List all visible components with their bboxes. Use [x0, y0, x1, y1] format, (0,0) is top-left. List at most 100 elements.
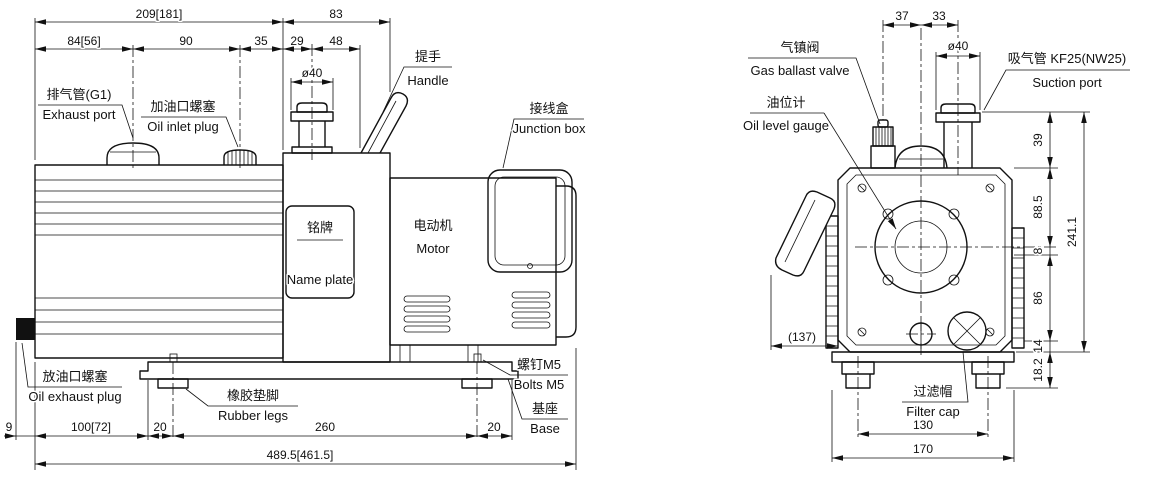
side-view-dimensions: 209[181] 83 84[56] 90 35 29 48 ø40 9 100… [4, 6, 577, 470]
dim-b1: 100[72] [71, 420, 111, 434]
exhaust-port-leader [38, 104, 134, 139]
oil-sight-glass-cross [906, 319, 936, 349]
dim-b4: 20 [487, 420, 501, 434]
dim-r6: 18.2 [1031, 358, 1045, 382]
base-label-cn: 基座 [532, 401, 558, 416]
rib-lines-right [1012, 237, 1024, 339]
junction-box-label-cn: 接线盒 [529, 101, 568, 116]
gas-ballast-label-en: Gas ballast valve [751, 63, 850, 78]
extension-lines-front [770, 52, 1090, 462]
handle-leader [382, 66, 452, 113]
dim-t1: 37 [895, 9, 909, 23]
motor-vent-slots [403, 291, 551, 333]
dim-overall-length: 489.5[461.5] [267, 448, 334, 462]
dim-r2: 88.5 [1031, 195, 1045, 219]
name-plate-label-cn: 铭牌 [307, 220, 333, 235]
filter-cap-label-cn: 过滤帽 [913, 384, 952, 399]
gas-ballast-knurl [875, 127, 892, 146]
dim-base-width: 170 [913, 442, 933, 456]
base-label-en: Base [530, 421, 560, 436]
suction-port-leader [983, 69, 1130, 111]
front-view-labels: 气镇阀 Gas ballast valve 吸气管 KF25(NW25) Suc… [742, 39, 1130, 421]
dim-top-total: 209[181] [136, 7, 183, 21]
oil-inlet-label-en: Oil inlet plug [147, 119, 219, 134]
oil-exhaust-label-cn: 放油口螺塞 [42, 369, 107, 384]
base-plate [139, 361, 519, 380]
base-front [831, 351, 1015, 363]
filter-cap-label-en: Filter cap [906, 404, 959, 419]
handle-front [774, 190, 836, 277]
dim-r5: 14 [1031, 339, 1045, 353]
dim-b2: 20 [153, 420, 167, 434]
dim-r4: 86 [1031, 291, 1045, 305]
feet-front [841, 361, 1005, 389]
oil-inlet-label-cn: 加油口螺塞 [150, 99, 215, 114]
junction-box [487, 169, 573, 273]
dim-r-total: 241.1 [1065, 217, 1079, 247]
dim-r3: 8 [1031, 247, 1045, 254]
exhaust-cap [106, 142, 160, 165]
bolts-label-cn: 螺钉M5 [517, 357, 561, 372]
side-view-geometry [16, 44, 577, 389]
junction-box-label-en: Junction box [513, 121, 586, 136]
oil-gauge-label-en: Oil level gauge [743, 118, 829, 133]
dim-top-right: 83 [329, 7, 343, 21]
dim-b3: 260 [315, 420, 335, 434]
motor-supports [399, 345, 479, 362]
junction-box-leader [502, 118, 584, 169]
motor-label-en: Motor [416, 241, 450, 256]
suction-port-label-cn: 吸气管 KF25(NW25) [1008, 51, 1126, 66]
pump-housing [34, 164, 284, 359]
oil-inlet-leader [141, 116, 239, 148]
cooling-fins [35, 179, 283, 335]
dim-s2: 90 [179, 34, 193, 48]
dim-handle-width: (137) [788, 330, 816, 344]
oil-gauge-label-cn: 油位计 [766, 95, 805, 110]
suction-port-cap [296, 102, 328, 113]
name-plate-label-en: Name plate [287, 272, 353, 287]
suction-port-neck [298, 121, 326, 147]
bolts-label-en: Bolts M5 [514, 377, 565, 392]
foot-centerlines [857, 356, 989, 440]
rib-lines-left [826, 225, 838, 337]
front-view-dimensions: 37 33 ø40 (137) 130 170 39 88.5 8 86 14 … [770, 8, 1090, 462]
handle-inner-line [367, 100, 397, 154]
suction-port-cap-front [940, 103, 976, 114]
junction-box-inner [494, 176, 566, 266]
dim-b0: 9 [6, 420, 13, 434]
rubber-legs-label-en: Rubber legs [218, 408, 289, 423]
bolt-m5-left [169, 353, 178, 363]
cylinder-block [282, 152, 391, 363]
suction-port-neck-front [943, 122, 973, 168]
handle-front-inner [784, 199, 816, 263]
handle-label-en: Handle [407, 73, 448, 88]
gas-ballast-label-cn: 气镇阀 [780, 40, 819, 55]
handle-bar [360, 91, 409, 154]
filter-cap-cross [953, 317, 981, 345]
base-leader [507, 378, 568, 420]
side-view-labels: 排气管(G1) Exhaust port 加油口螺塞 Oil inlet plu… [21, 48, 587, 438]
dim-s4: 29 [290, 34, 304, 48]
front-view-geometry [774, 20, 1058, 389]
bolts-leader [482, 359, 568, 376]
face-bolt-circles [882, 208, 960, 286]
junction-box-screw [527, 263, 533, 269]
bolt-m5-right [473, 353, 482, 363]
dim-t2: 33 [932, 9, 946, 23]
suction-port-label-en: Suction port [1032, 75, 1102, 90]
oil-exhaust-plug [16, 318, 35, 340]
dim-feet-spacing: 130 [913, 418, 933, 432]
rubber-legs-leader [185, 388, 298, 407]
front-view: 37 33 ø40 (137) 130 170 39 88.5 8 86 14 … [742, 8, 1130, 462]
dim-port-dia: ø40 [302, 66, 323, 80]
oil-exhaust-leader [21, 342, 122, 388]
oil-exhaust-label-en: Oil exhaust plug [28, 389, 121, 404]
dim-s5: 48 [329, 34, 343, 48]
gas-ballast-valve-body [870, 145, 896, 169]
extension-lines [15, 18, 577, 470]
motor-body [389, 177, 557, 346]
dim-r1: 39 [1031, 133, 1045, 147]
name-plate [285, 205, 355, 299]
rubber-legs-label-cn: 橡胶垫脚 [227, 388, 279, 403]
